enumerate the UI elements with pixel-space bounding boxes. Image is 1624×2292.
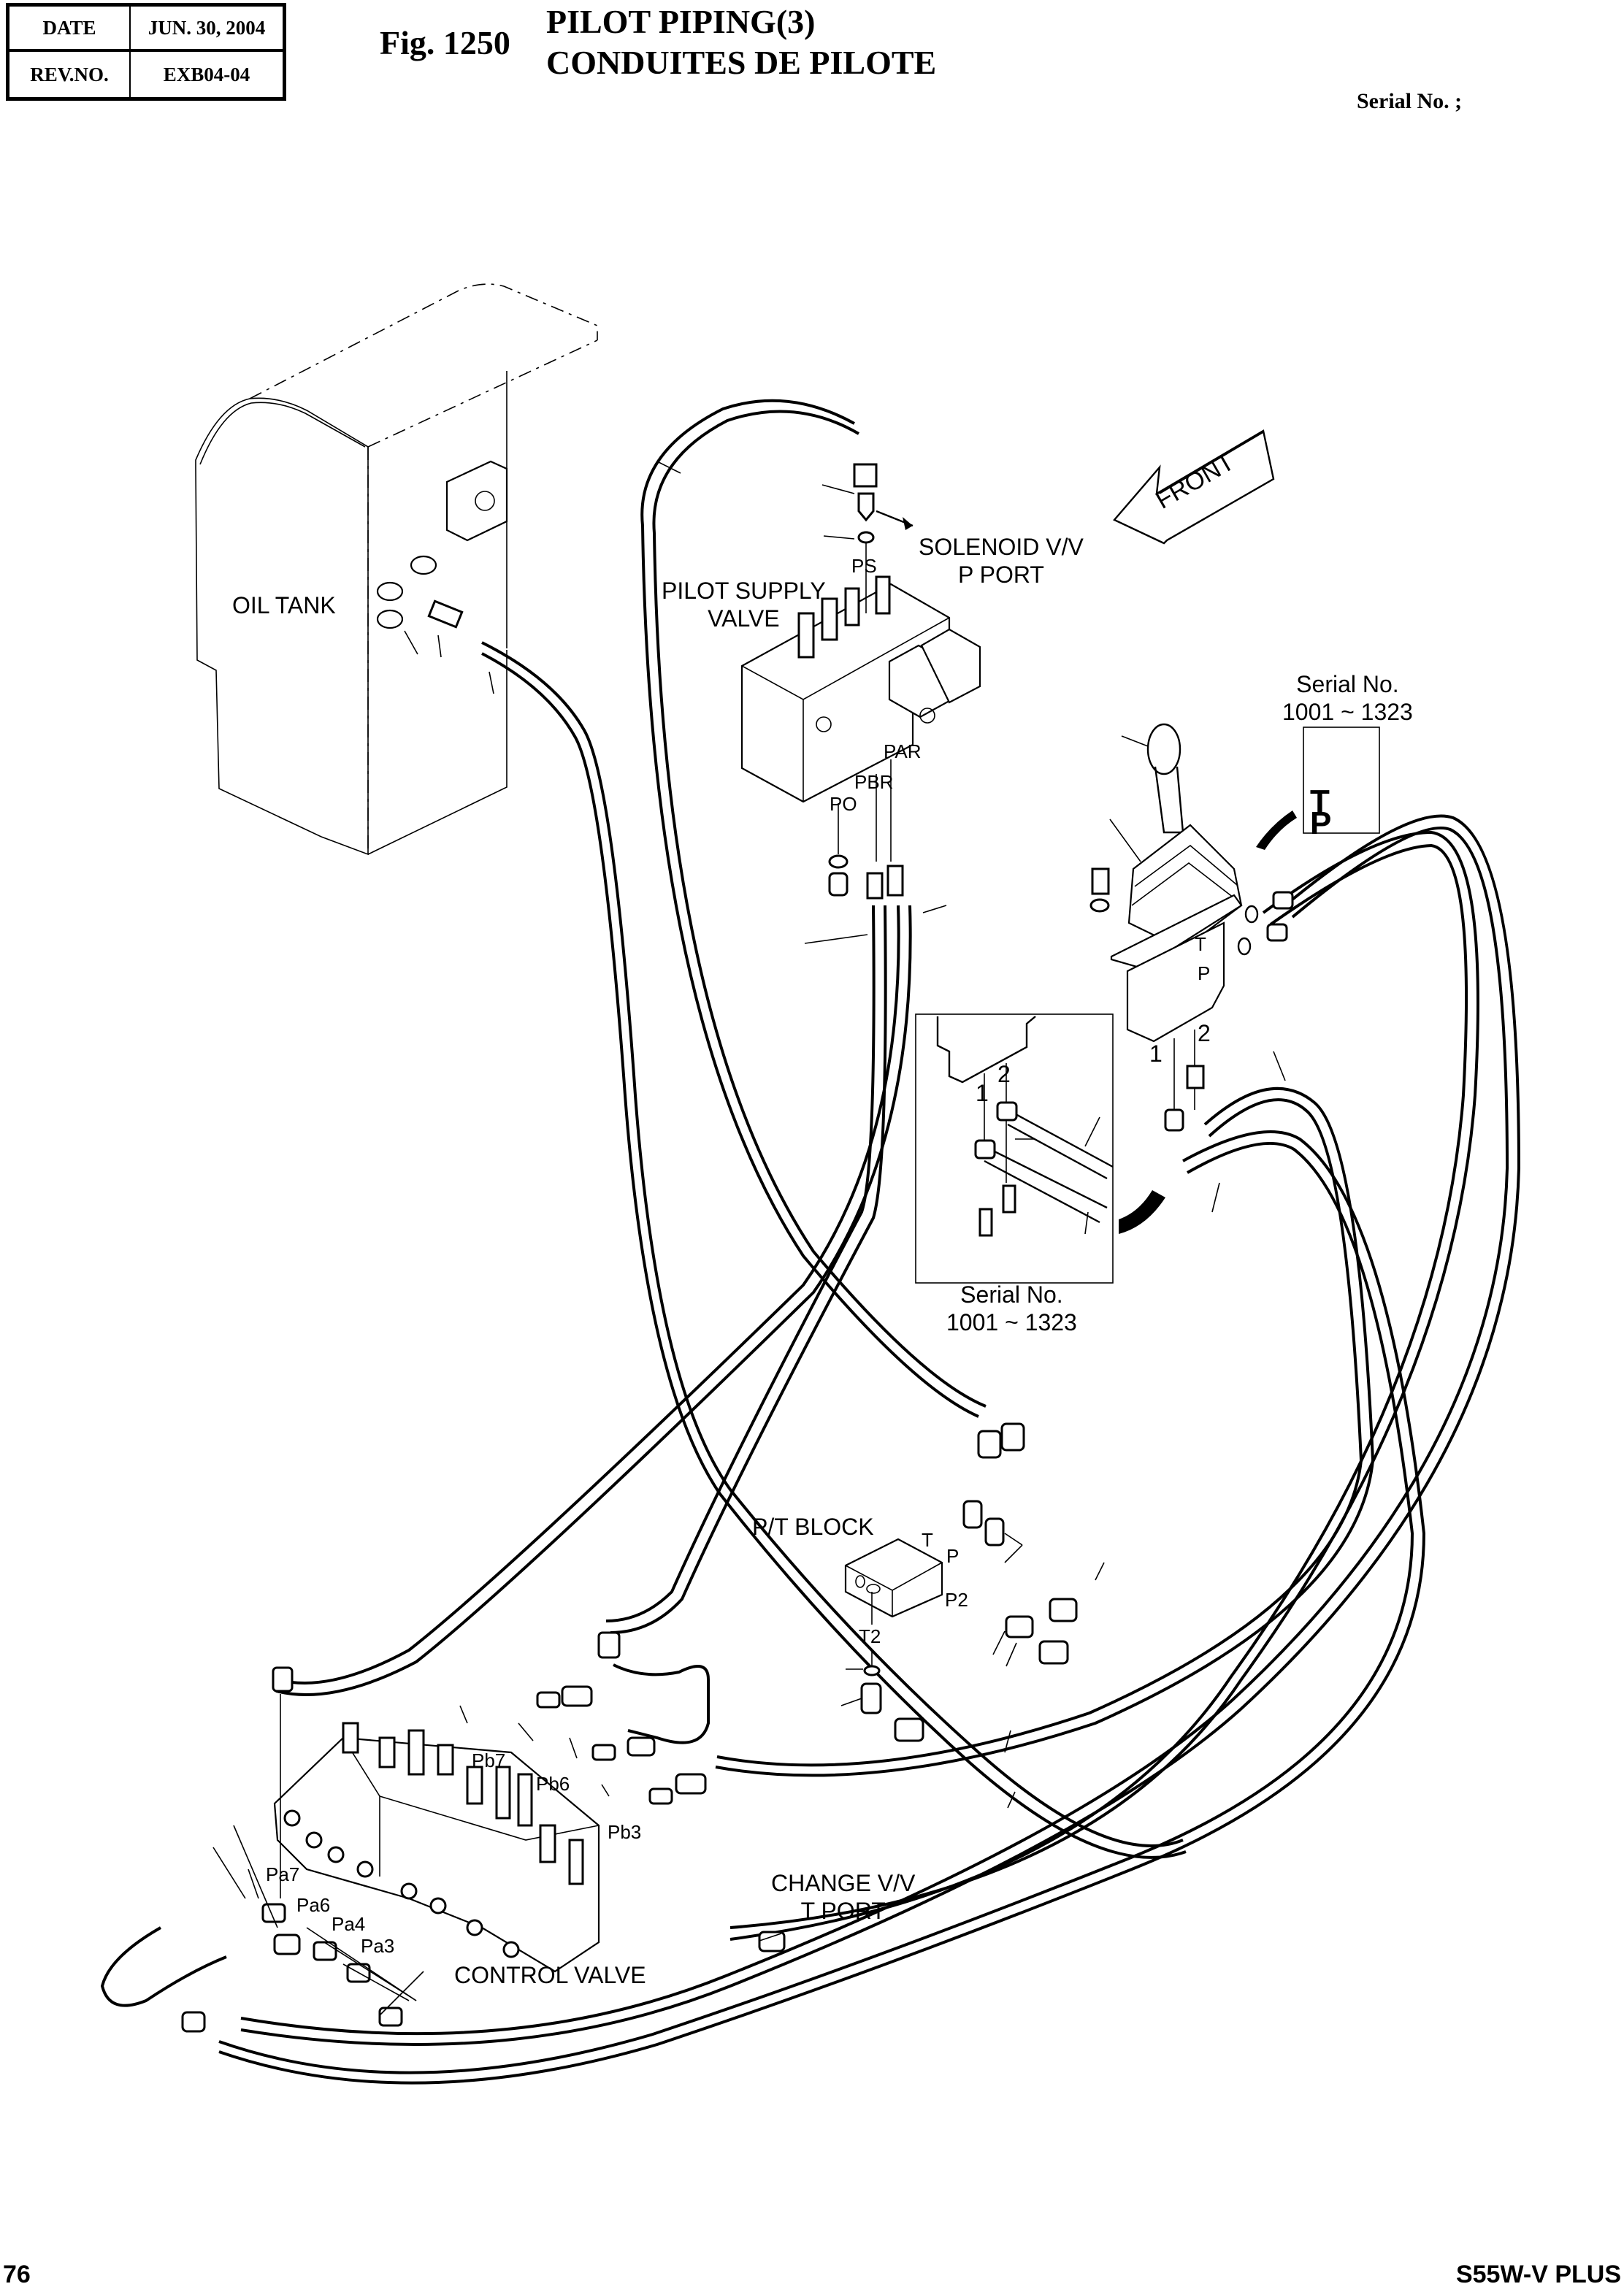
pilot-hoses [100,399,1521,2085]
pt-port-p: P [946,1545,960,1567]
port-pa3: Pa3 [361,1935,395,1957]
port-pbr: PBR [854,771,894,793]
change-valve-port-label: CHANGE V/V T PORT [771,1870,916,1924]
model-name: S55W-V PLUS [1455,2261,1621,2288]
joystick-drawing [1089,723,1297,1234]
oil-tank-drawing [195,283,598,856]
serial-number-label: Serial No. ; [1357,89,1463,113]
joystick-port-p: P [1198,962,1211,984]
oil-tank-label: OIL TANK [232,592,336,618]
rev-label: REV.NO. [9,52,131,97]
date-value: JUN. 30, 2004 [131,7,283,52]
joystick-port-t: T [1195,933,1206,955]
tp-inset-frame [1303,727,1380,834]
pt-port-p2: P2 [945,1589,968,1611]
rev-value: EXB04-04 [163,63,250,85]
tp-inset-serial: Serial No. 1001 ~ 1323 [1282,671,1413,725]
inset-port-p: P [1310,805,1332,841]
title-french: CONDUITES DE PILOTE [546,44,937,81]
pt-block-label: P/T BLOCK [752,1514,874,1540]
port-po: PO [830,793,857,815]
port-pb6: Pb6 [536,1773,570,1795]
port-inset-frame [915,1013,1114,1284]
revision-table: DATE JUN. 30, 2004 REV.NO. EXB04-04 [6,3,286,101]
control-valve-label: CONTROL VALVE [454,1962,646,1988]
solenoid-port-label: SOLENOID V/V P PORT [919,534,1084,588]
pt-port-t: T [922,1529,933,1551]
port-inset-drawing [936,1016,1114,1237]
leader-lines [212,461,1286,2016]
page-number: 76 [3,2261,31,2288]
port-pb7: Pb7 [472,1749,506,1771]
pilot-supply-valve-drawing [740,463,981,900]
joystick-port-1: 1 [1149,1040,1163,1067]
inset-port-1: 1 [976,1080,989,1106]
port-pa6: Pa6 [296,1894,331,1916]
date-label: DATE [9,7,131,52]
port-pa7: Pa7 [266,1863,300,1885]
port-par: PAR [884,740,922,762]
port-ps: PS [851,555,877,577]
port-pb3: Pb3 [608,1821,642,1843]
pilot-supply-valve-label: PILOT SUPPLY VALVE [662,578,826,632]
port-inset-serial: Serial No. 1001 ~ 1323 [946,1281,1077,1335]
inset-port-t: T [1310,783,1330,819]
inset-port-2: 2 [997,1061,1011,1087]
figure-number: Fig. 1250 [380,24,510,61]
joystick-port-2: 2 [1198,1020,1211,1046]
control-valve-drawing [181,1631,786,2033]
port-pa4: Pa4 [332,1913,366,1935]
pt-block-drawing [844,1422,1078,1742]
pt-port-t2: T2 [859,1625,881,1647]
title-english: PILOT PIPING(3) [546,3,816,40]
front-arrow-icon [1113,429,1275,545]
figure-title: PILOT PIPING(3) CONDUITES DE PILOTE [546,1,936,83]
